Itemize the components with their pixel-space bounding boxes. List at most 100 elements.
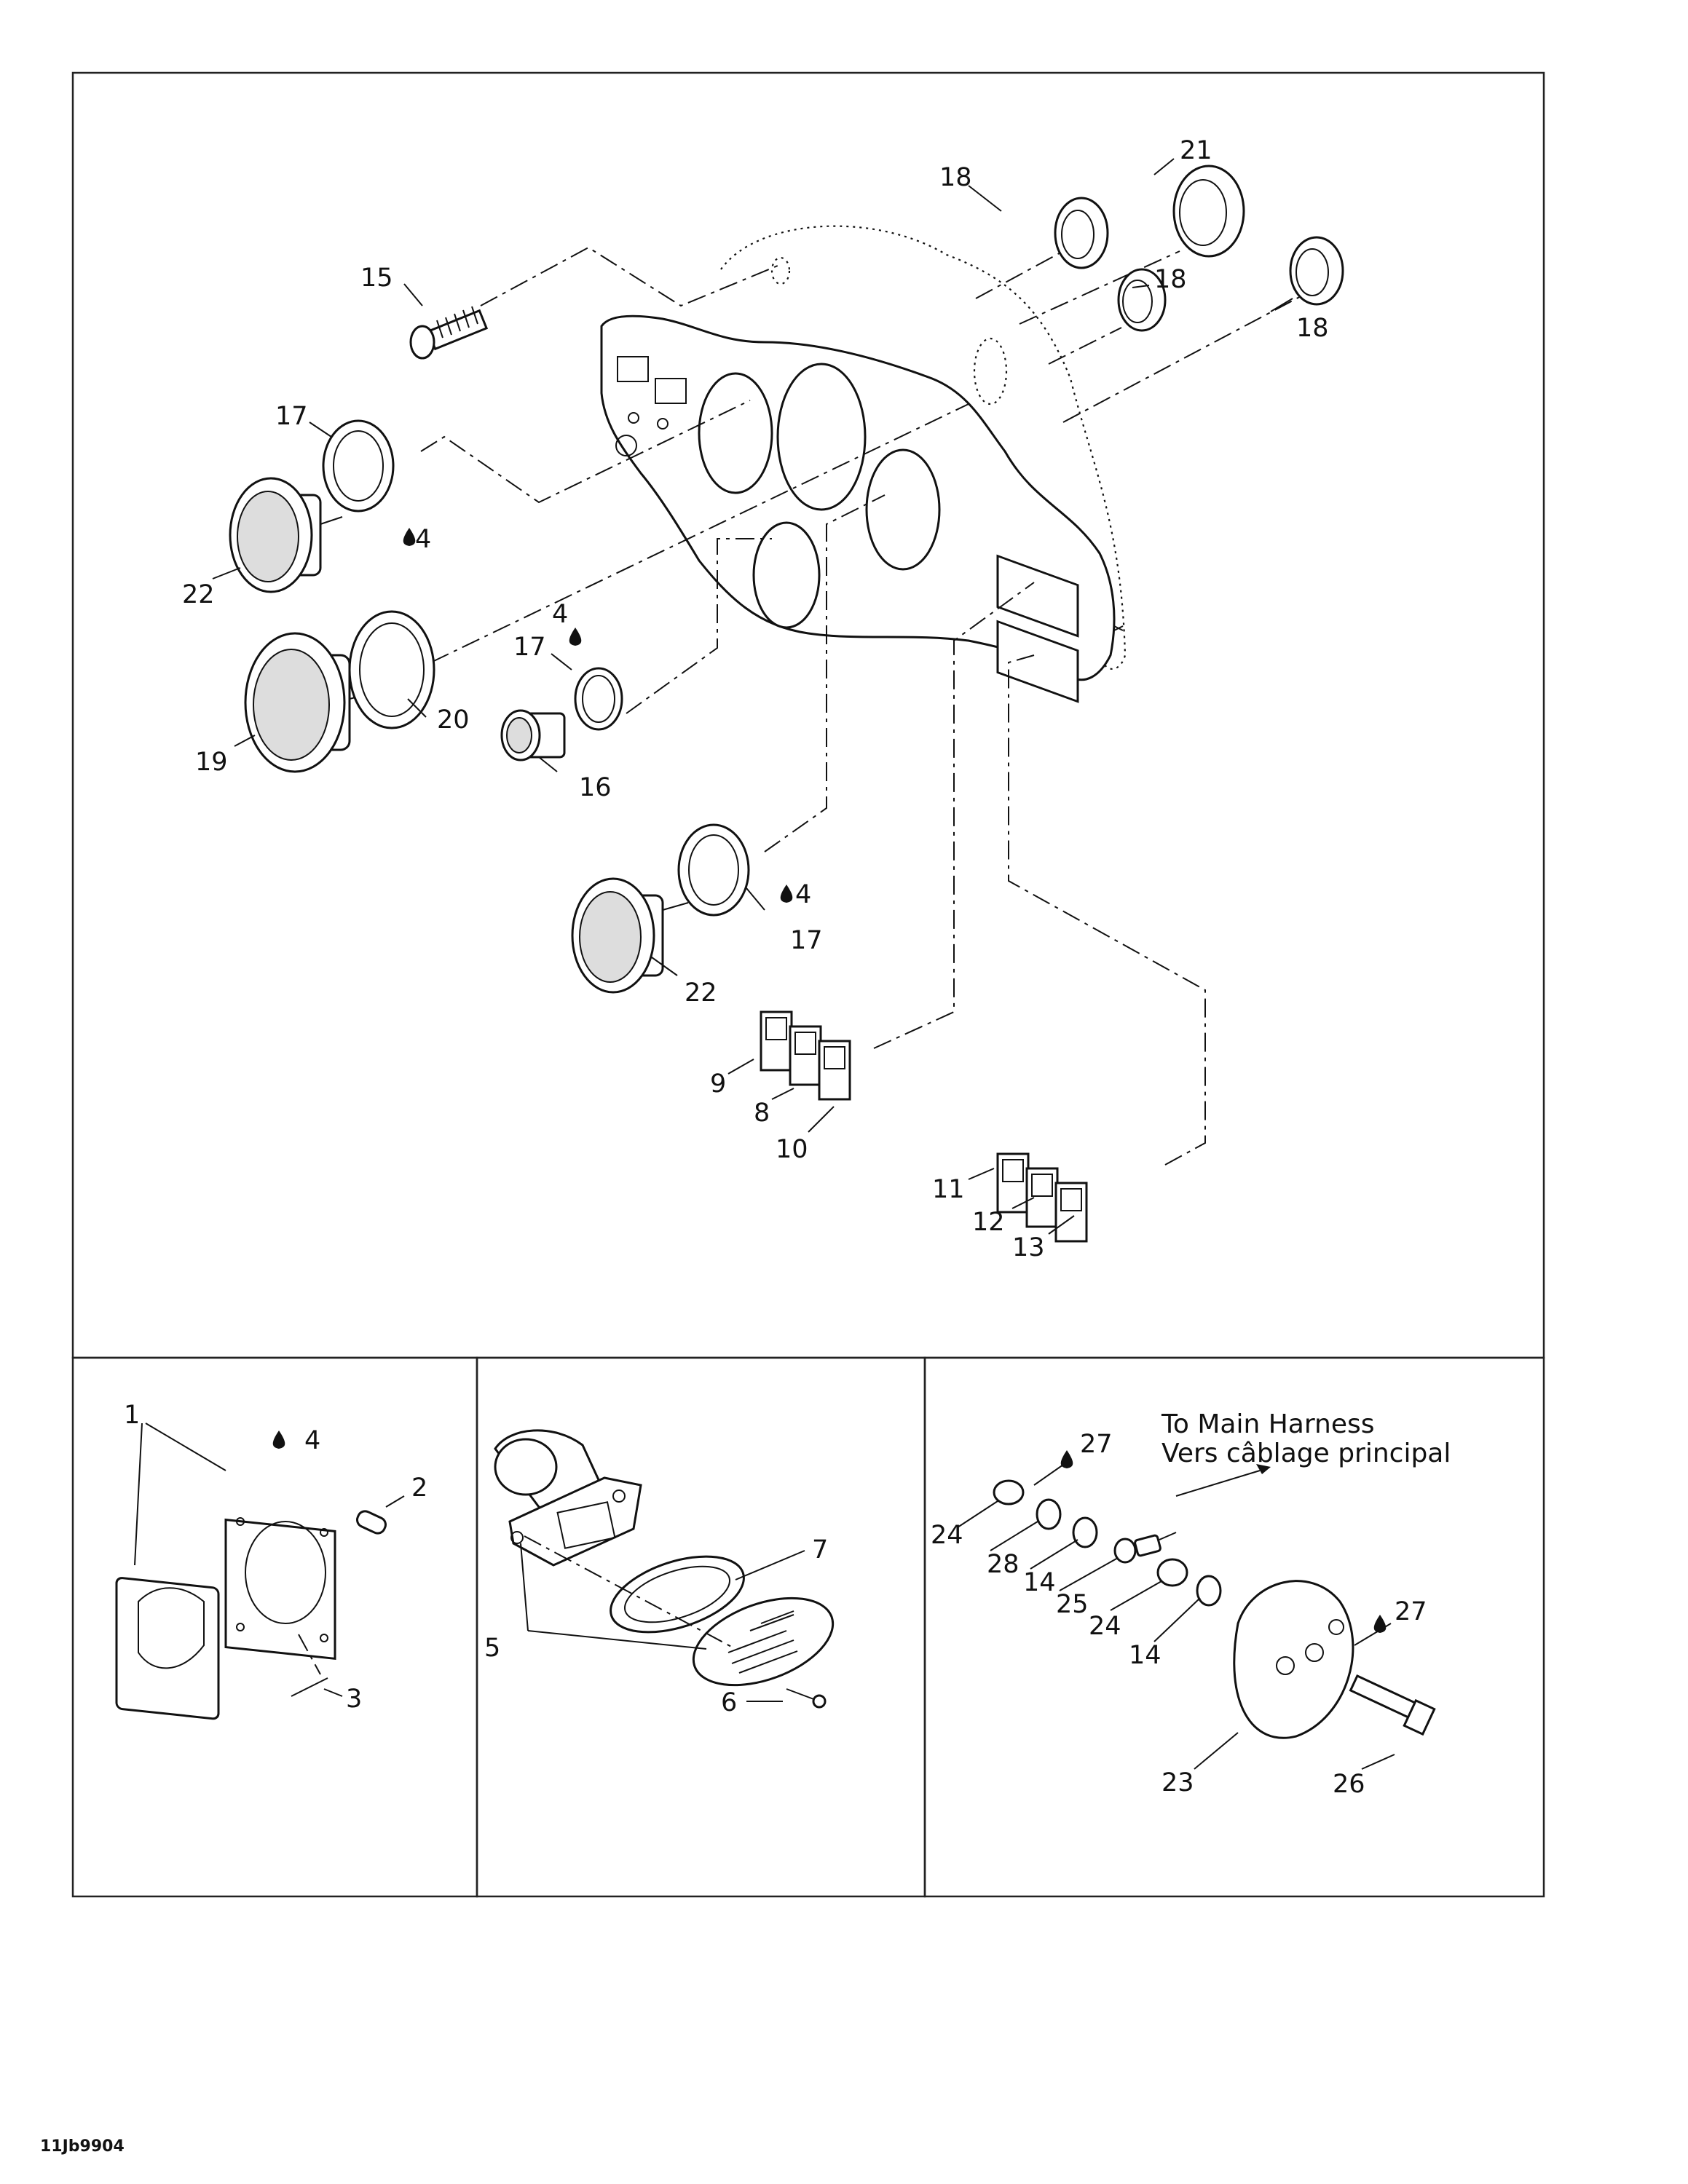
panel-slot-1 <box>617 356 649 382</box>
leader-17a <box>309 422 332 438</box>
part-18-nut-b <box>1117 268 1167 332</box>
part-17-ring-middle-inner <box>582 675 615 723</box>
harness-note-fr: Vers câblage principal <box>1162 1439 1451 1468</box>
callout-8: 8 <box>754 1099 770 1128</box>
panel-slot-2 <box>655 378 687 404</box>
callout-4: 4 <box>415 525 431 554</box>
callout-22: 22 <box>182 580 215 609</box>
part-6-screw <box>786 1688 827 1709</box>
callout-24: 24 <box>1089 1612 1121 1641</box>
leader-5a <box>520 1543 529 1631</box>
panel-hole-2 <box>628 412 639 424</box>
leader-10 <box>808 1106 835 1133</box>
part-28-washer <box>1036 1498 1062 1530</box>
callout-14: 14 <box>1023 1568 1056 1597</box>
part-26-bolt <box>1349 1674 1436 1736</box>
leader-18a <box>968 185 1002 212</box>
leader-19 <box>234 735 256 747</box>
leader-2 <box>385 1495 405 1508</box>
assembly-line-11-13 <box>1008 654 1206 1166</box>
callout-27: 27 <box>1080 1430 1113 1459</box>
gauge-bore-4 <box>752 521 821 629</box>
callout-17: 17 <box>275 402 308 431</box>
leader-26 <box>1361 1754 1395 1770</box>
callout-18: 18 <box>1154 265 1187 294</box>
callout-5: 5 <box>484 1634 500 1663</box>
leader-7 <box>735 1550 805 1580</box>
harness-wire <box>1175 1470 1261 1497</box>
leader-25 <box>1059 1557 1119 1591</box>
part-7-gasket <box>610 1555 745 1634</box>
callout-11: 11 <box>932 1175 965 1204</box>
assembly-line-16 <box>626 538 772 714</box>
part-17-ring-lower-inner <box>688 834 739 906</box>
part-23-horn-cover <box>1233 1580 1354 1739</box>
callout-17: 17 <box>513 633 546 662</box>
assembly-line-18b <box>1048 327 1122 365</box>
callout-22: 22 <box>685 978 717 1008</box>
callout-3: 3 <box>346 1685 362 1714</box>
callout-10: 10 <box>776 1135 808 1164</box>
assembly-line-3 <box>298 1634 321 1675</box>
switch-opening-lower <box>996 620 1079 703</box>
part-22-gauge-upper <box>229 477 343 593</box>
part-6-grille <box>692 1597 835 1687</box>
part-19-speedometer <box>244 632 379 773</box>
part-22-gauge-lower <box>571 877 689 994</box>
leader-15 <box>403 283 423 306</box>
part-12-switch <box>1025 1167 1059 1228</box>
assembly-line-22-lower <box>764 494 886 852</box>
leader-17b <box>551 653 572 670</box>
leader-23 <box>1194 1732 1239 1770</box>
assembly-line-22-upper <box>420 400 751 504</box>
gauge-bore-1 <box>698 372 773 494</box>
part-16-indicator <box>500 709 566 761</box>
leader-8 <box>771 1088 794 1100</box>
gauge-bore-2 <box>776 363 867 511</box>
callout-4: 4 <box>795 880 811 909</box>
callout-26: 26 <box>1333 1770 1365 1799</box>
part-17-ring-upper-inner <box>333 430 384 502</box>
leader-16 <box>538 756 558 772</box>
oil-drop-icon <box>569 628 582 646</box>
callout-7: 7 <box>812 1535 828 1564</box>
part-1-housing <box>224 1517 336 1661</box>
leader-11 <box>968 1168 995 1180</box>
leader-9 <box>727 1059 754 1075</box>
part-14-washer-b <box>1196 1575 1222 1607</box>
part-20-ring <box>348 610 435 729</box>
part-17-ring-lower <box>677 823 750 917</box>
part-1-bezel <box>115 1577 220 1720</box>
gauge-bore-3 <box>865 448 941 571</box>
leader-24a <box>957 1500 998 1528</box>
leader-3 <box>323 1688 343 1697</box>
leader-14b <box>1153 1597 1201 1642</box>
callout-24: 24 <box>931 1521 963 1550</box>
oil-drop-icon <box>1060 1450 1073 1468</box>
callout-9: 9 <box>710 1069 726 1099</box>
leader-20 <box>407 698 427 718</box>
callout-18: 18 <box>1296 314 1329 343</box>
oil-drop-icon <box>403 528 416 546</box>
leader-12 <box>1011 1197 1035 1209</box>
lower-right-panel-frame <box>923 1356 1545 1898</box>
harness-note-en: To Main Harness <box>1161 1409 1375 1439</box>
part-10-switch <box>818 1040 851 1101</box>
assembly-line-15 <box>480 246 778 307</box>
part-3-pin <box>291 1677 328 1697</box>
callout-19: 19 <box>195 748 228 777</box>
leader-14a <box>1030 1539 1078 1570</box>
assembly-line-18a <box>975 250 1064 299</box>
callout-2: 2 <box>411 1473 427 1503</box>
leader-13 <box>1048 1215 1075 1235</box>
callout-21: 21 <box>1180 136 1212 165</box>
callout-12: 12 <box>972 1208 1005 1237</box>
oil-drop-icon <box>780 885 793 903</box>
part-8-switch <box>789 1025 822 1086</box>
part-25-terminal <box>1113 1532 1177 1564</box>
part-18-nut-a <box>1054 197 1109 269</box>
callout-28: 28 <box>987 1550 1019 1579</box>
callout-23: 23 <box>1162 1768 1194 1797</box>
assembly-line-18c <box>1062 294 1304 423</box>
